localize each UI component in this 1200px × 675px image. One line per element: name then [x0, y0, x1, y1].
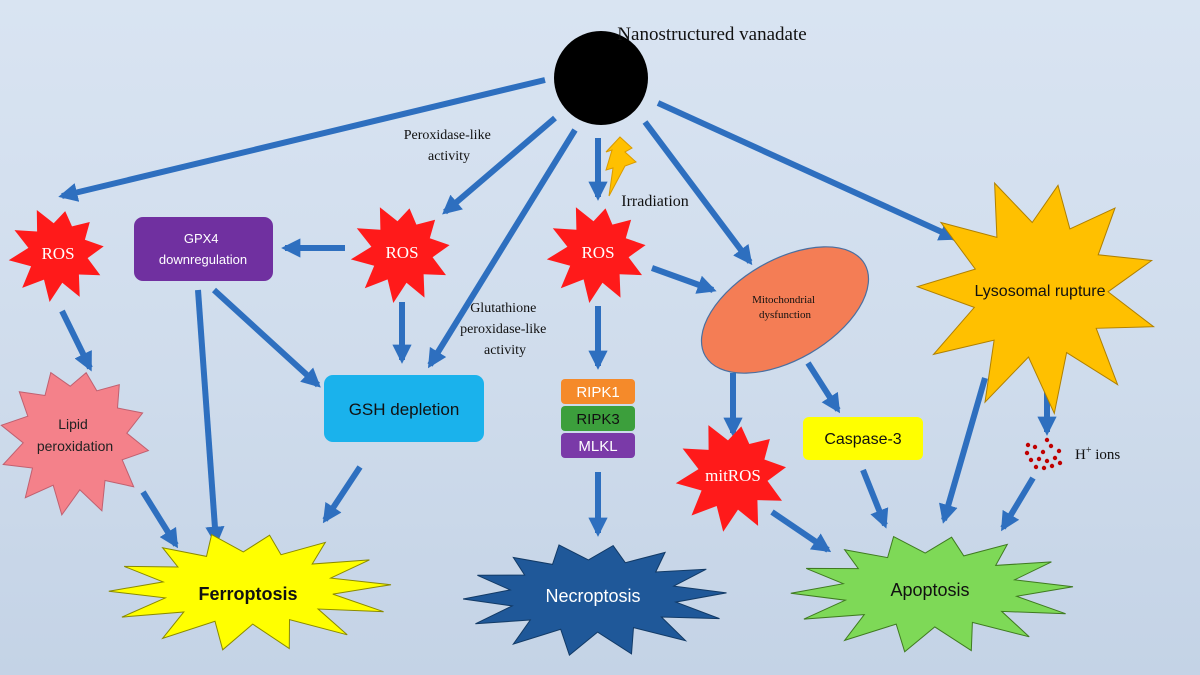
glutathione-label: Glutathione peroxidase-like activity — [460, 301, 550, 358]
h-ions-dots-icon — [1024, 437, 1063, 471]
gpx4-label: GPX4 downregulation — [159, 231, 247, 267]
arrow-source-to-gsh — [427, 128, 578, 369]
arrows — [58, 77, 1057, 553]
ripk3-box — [561, 406, 635, 431]
lipid-node: Lipid peroxidation — [0, 371, 150, 517]
arrow-gsh-to-ferroptosis — [322, 465, 363, 524]
ros-right-label: ROS — [581, 243, 614, 262]
ripk1-box — [561, 379, 635, 404]
arrow-source-to-mito — [642, 120, 753, 266]
irradiation-label: Irradiation — [621, 193, 689, 210]
ripk1-label: RIPK1 — [576, 384, 619, 401]
lysosomal-burst — [915, 181, 1156, 416]
gsh-label: GSH depletion — [349, 400, 460, 419]
ros-mid-label: ROS — [385, 243, 418, 262]
arrow-h-ions-to-apoptosis — [1000, 476, 1036, 532]
necroptosis-node: Necroptosis — [463, 544, 727, 656]
ros-mid-burst — [350, 207, 450, 303]
necroptosis-label: Necroptosis — [545, 586, 640, 606]
source-label: Nanostructured vanadate — [617, 24, 806, 45]
ros-mid-node: ROS — [350, 207, 450, 303]
ripk-stack: RIPK1 RIPK3 MLKL — [561, 379, 635, 458]
lysosomal-node: Lysosomal rupture — [915, 181, 1156, 416]
apoptosis-burst — [790, 535, 1074, 653]
mitros-node: mitROS — [675, 425, 786, 532]
mito-ellipse — [700, 246, 870, 374]
arrow-source-to-ros-mid — [442, 115, 557, 215]
mlkl-box — [561, 433, 635, 458]
gpx4-box — [134, 217, 273, 281]
arrow-lipid-to-ferroptosis — [140, 490, 179, 549]
mito-label: Mitochondrial dysfunction — [752, 294, 818, 321]
necroptosis-burst — [463, 544, 727, 656]
arrow-mitros-to-apoptosis — [770, 509, 832, 553]
arrow-caspase-to-apoptosis — [860, 468, 889, 529]
ros-left-burst — [8, 210, 104, 302]
gsh-box — [324, 375, 484, 442]
arrow-ros-left-to-lipid — [59, 309, 93, 372]
ferroptosis-node: Ferroptosis — [108, 533, 392, 651]
arrow-gpx4-to-gsh — [211, 287, 321, 388]
caspase-node: Caspase-3 — [803, 417, 923, 460]
ferroptosis-label: Ferroptosis — [198, 584, 297, 604]
arrow-lysosomal-to-apoptosis — [939, 377, 988, 524]
arrow-ros-right-to-mito — [650, 265, 717, 294]
peroxidase-like-label: Peroxidase-like activity — [404, 128, 495, 164]
lightning-icon — [605, 136, 637, 197]
lysosomal-label: Lysosomal rupture — [974, 283, 1105, 300]
ros-right-burst — [546, 207, 646, 303]
h-ions-node: H+ ions — [1024, 437, 1120, 471]
arrow-gpx4-to-ferroptosis — [195, 289, 225, 546]
lipid-label: Lipid peroxidation — [37, 416, 113, 454]
gsh-node: GSH depletion — [324, 375, 484, 442]
ros-left-node: ROS — [8, 210, 104, 302]
gpx4-node: GPX4 downregulation — [134, 217, 273, 281]
arrow-mito-to-caspase — [805, 361, 841, 414]
caspase-box — [803, 417, 923, 460]
mitros-burst — [675, 425, 786, 532]
apoptosis-node: Apoptosis — [790, 535, 1074, 653]
mlkl-label: MLKL — [578, 438, 617, 455]
arrow-source-to-lysosomal — [656, 100, 959, 241]
apoptosis-label: Apoptosis — [890, 580, 969, 600]
ros-right-node: ROS — [546, 207, 646, 303]
h-ions-label: H+ ions — [1075, 445, 1120, 463]
ros-left-label: ROS — [41, 244, 74, 263]
ripk3-label: RIPK3 — [576, 411, 619, 428]
vanadate-particle-icon — [554, 31, 648, 125]
arrow-source-to-ros-left — [58, 77, 546, 202]
lipid-burst — [0, 371, 150, 517]
mito-node: Mitochondrial dysfunction — [700, 246, 870, 374]
ferroptosis-burst — [108, 533, 392, 651]
mitros-label: mitROS — [705, 466, 761, 485]
caspase-label: Caspase-3 — [824, 431, 901, 448]
